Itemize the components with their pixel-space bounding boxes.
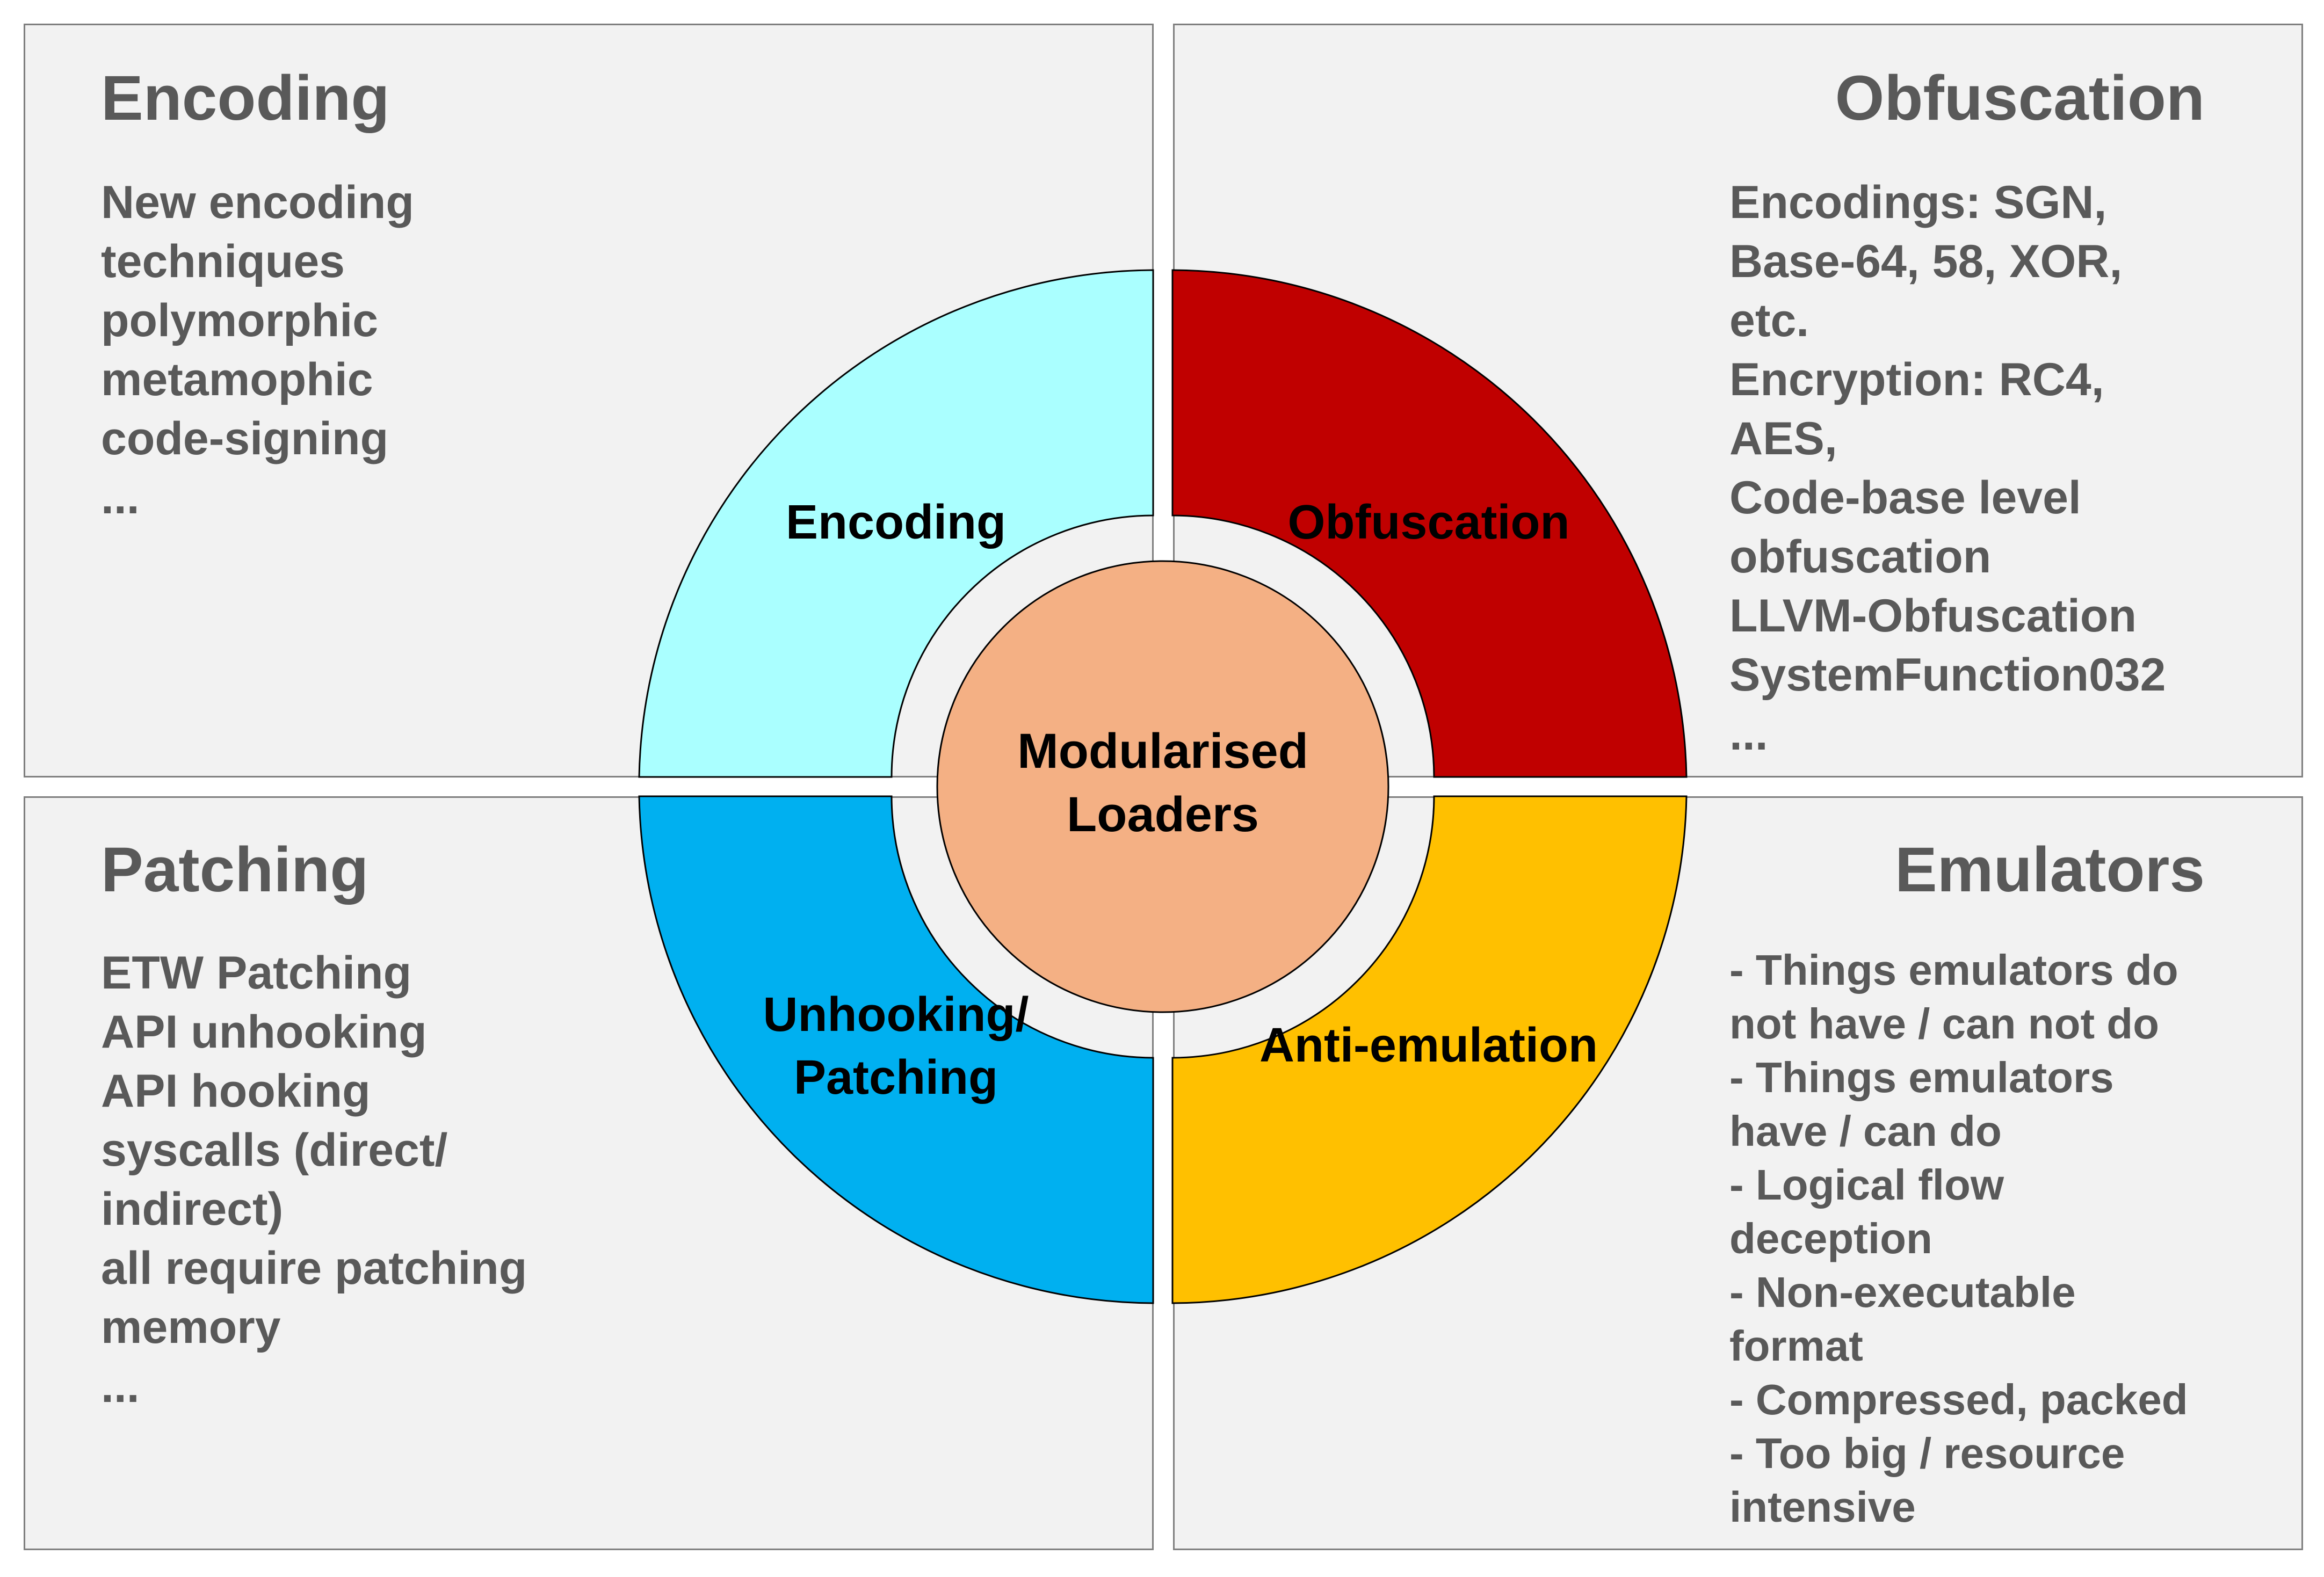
list-item: - Things emulators do <box>1729 946 2178 994</box>
emulators-panel-list: - Things emulators do not have / can not… <box>1729 943 2188 1534</box>
list-item: techniques <box>101 236 345 287</box>
list-item: indirect) <box>101 1183 284 1235</box>
list-item: code-signing <box>101 413 389 464</box>
list-item: Encryption: RC4, <box>1729 354 2104 405</box>
list-item: syscalls (direct/ <box>101 1124 448 1176</box>
encoding-panel-title: Encoding <box>101 63 390 134</box>
list-item: ETW Patching <box>101 947 412 999</box>
list-item: API hooking <box>101 1065 371 1117</box>
list-item: LLVM-Obfuscation <box>1729 590 2137 642</box>
list-item: format <box>1729 1322 1863 1370</box>
list-item: polymorphic <box>101 295 379 346</box>
list-item: metamophic <box>101 354 373 405</box>
unhooking-segment <box>638 795 1154 1304</box>
emulators-panel-title: Emulators <box>1894 834 2205 905</box>
encoding-segment <box>638 269 1154 778</box>
list-item: - Non-executable <box>1729 1268 2076 1316</box>
center-circle <box>936 560 1389 1013</box>
patching-panel-title: Patching <box>101 834 369 905</box>
list-item: Encodings: SGN, <box>1729 177 2107 228</box>
list-item: memory <box>101 1302 281 1353</box>
obfuscation-panel-title: Obfuscation <box>1835 63 2205 134</box>
list-item: - Too big / resource <box>1729 1429 2125 1477</box>
obfuscation-panel-list: Encodings: SGN, Base-64, 58, XOR, etc. E… <box>1729 173 2166 764</box>
unhooking-segment-label-line1: Unhooking/ <box>763 988 1029 1042</box>
patching-panel-list: ETW Patching API unhooking API hooking s… <box>101 943 527 1416</box>
list-item: ... <box>101 1361 140 1412</box>
list-item: not have / can not do <box>1729 1000 2160 1048</box>
list-item: Base-64, 58, XOR, <box>1729 236 2123 287</box>
encoding-panel-list: New encoding techniques polymorphic meta… <box>101 173 414 527</box>
unhooking-segment-label-line2: Patching <box>794 1051 998 1104</box>
center-label-line2: Loaders <box>1067 787 1259 842</box>
list-item: etc. <box>1729 295 1809 346</box>
list-item: ... <box>1729 708 1768 760</box>
list-item: AES, <box>1729 413 1837 464</box>
center-label-line1: Modularised <box>1017 724 1308 779</box>
list-item: obfuscation <box>1729 531 1992 583</box>
list-item: Code-base level <box>1729 472 2081 524</box>
obfuscation-segment-label: Obfuscation <box>1287 496 1569 549</box>
list-item: intensive <box>1729 1483 1916 1531</box>
list-item: API unhooking <box>101 1006 427 1058</box>
encoding-segment-label: Encoding <box>786 496 1006 549</box>
list-item: - Compressed, packed <box>1729 1376 2188 1423</box>
anti-emulation-segment <box>1171 795 1688 1304</box>
list-item: all require patching <box>101 1242 527 1294</box>
list-item: have / can do <box>1729 1107 2002 1155</box>
list-item: ... <box>101 472 140 524</box>
list-item: New encoding <box>101 177 414 228</box>
obfuscation-segment <box>1171 269 1688 778</box>
list-item: SystemFunction032 <box>1729 649 2166 701</box>
anti-emulation-segment-label: Anti-emulation <box>1259 1019 1598 1072</box>
list-item: deception <box>1729 1215 1932 1262</box>
list-item: - Logical flow <box>1729 1161 2004 1209</box>
list-item: - Things emulators <box>1729 1053 2114 1101</box>
